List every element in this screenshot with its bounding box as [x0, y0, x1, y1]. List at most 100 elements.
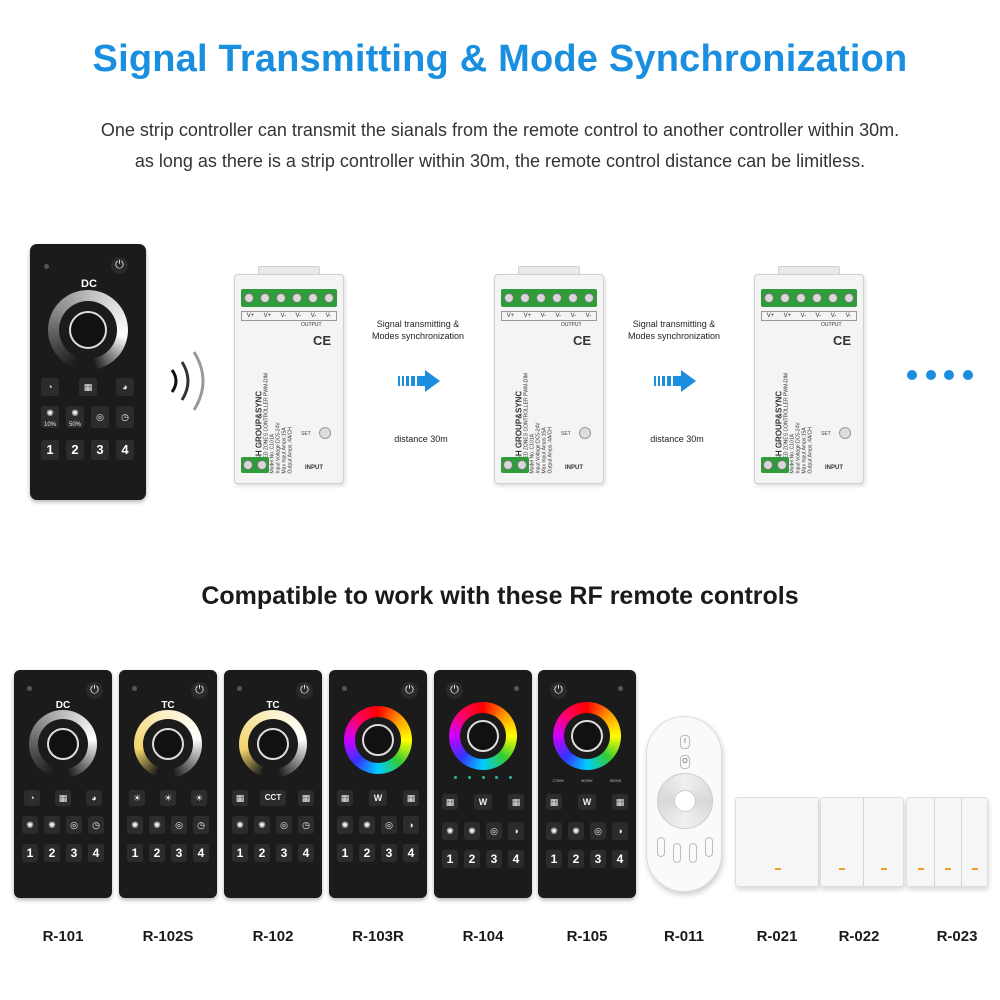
cct-button: CCT: [260, 790, 286, 806]
timer-icon: ◷: [88, 816, 104, 834]
mode-icon: ◎: [171, 816, 187, 834]
led-indicator: [972, 868, 978, 870]
remote-label-r-102: R-102: [252, 928, 294, 945]
zone-4-button: 4: [193, 844, 209, 862]
rgb-color-wheel: [449, 702, 517, 770]
mode-icon: ◎: [66, 816, 82, 834]
wall-switch-r-021: [735, 797, 819, 887]
preset-icon: ✺: [337, 816, 353, 834]
zone-1-button: 1: [232, 844, 248, 862]
set-button: [579, 427, 591, 439]
power-icon: ⏻: [446, 682, 463, 699]
zone-4-button: 4: [298, 844, 314, 862]
set-label: SET: [561, 431, 571, 437]
preset-50-button: ✺50%: [66, 406, 84, 428]
remote-r-102s: ⏻ TC ☀ ☀ ☀ ✺ ✺ ◎ ◷ 1 2 3 4: [119, 670, 217, 898]
color-temperature-wheel: [134, 710, 202, 778]
signal-waves-icon: [170, 351, 205, 411]
wheel-label: TC: [266, 700, 280, 711]
power-icon: ⏻: [550, 682, 567, 699]
zone-2-button: 2: [359, 844, 375, 862]
speed-icon: ◑: [508, 822, 524, 840]
zone-button: [657, 837, 665, 857]
zone-2-button: 2: [254, 844, 270, 862]
led-indicator: [881, 868, 887, 870]
preset-icon: ✺: [359, 816, 375, 834]
grid-icon: ▦: [337, 790, 353, 806]
remote-label-r-021: R-021: [756, 928, 798, 945]
output-label: OUTPUT: [821, 322, 842, 328]
page-title: Signal Transmitting & Mode Synchronizati…: [92, 38, 908, 80]
remote-label-r-103r: R-103R: [352, 928, 404, 945]
set-label: SET: [301, 431, 311, 437]
arrow-right-icon: [654, 370, 696, 392]
ce-mark: CE: [573, 333, 592, 348]
grid-icon: ▦: [79, 378, 97, 396]
set-label: SET: [821, 431, 831, 437]
remote-r-103r: ⏻ ▦ W ▦ ✺ ✺ ◎ ◑ 1 2 3 4: [329, 670, 427, 898]
timer-icon: ◷: [298, 816, 314, 834]
transmit-label-1: Signal transmitting &Modes synchronizati…: [371, 319, 465, 341]
zone-1-button: 1: [337, 844, 353, 862]
white-button: W: [474, 794, 492, 810]
output-terminal: [241, 289, 337, 307]
description-line-2: as long as there is a strip controller w…: [134, 151, 866, 171]
timer-icon: ◷: [193, 816, 209, 834]
description-line-1: One strip controller can transmit the si…: [100, 120, 900, 140]
white-button: W: [369, 790, 387, 806]
terminal-labels: V+V+V-V-V-V-: [761, 311, 857, 321]
ce-mark: CE: [833, 333, 852, 348]
remote-label-r-104: R-104: [462, 928, 504, 945]
timer-icon: ◷: [116, 406, 134, 428]
wheel-label: TC: [161, 700, 175, 711]
indicator-leds: [454, 776, 512, 779]
remote-label-r-023: R-023: [936, 928, 978, 945]
warm-icon: ☀: [129, 790, 145, 806]
preset-icon: ✺: [22, 816, 38, 834]
wall-switch-r-022: [820, 797, 904, 887]
remote-r-011: I O: [646, 716, 722, 892]
preset-icon: ✺: [232, 816, 248, 834]
output-terminal: [501, 289, 597, 307]
preset-icon: ✺: [442, 822, 458, 840]
compatible-title: Compatible to work with these RF remote …: [201, 582, 799, 610]
touch-wheel: [657, 773, 713, 829]
rgb-color-wheel: [553, 702, 621, 770]
neutral-icon: ☀: [160, 790, 176, 806]
set-button: [839, 427, 851, 439]
ce-mark: CE: [313, 333, 332, 348]
speed-icon: ◑: [612, 822, 628, 840]
zone-3-button: 3: [590, 850, 606, 868]
preset-10-button: ✺10%: [41, 406, 59, 428]
zone-4-button: 4: [88, 844, 104, 862]
remote-r-102: ⏻ TC ▦ CCT ▦ ✺ ✺ ◎ ◷ 1 2 3 4: [224, 670, 322, 898]
zone-1-button: 1: [41, 440, 59, 460]
zone-3-button: 3: [91, 440, 109, 460]
remote-r-104: ⏻ ▦ W ▦ ✺ ✺ ◎ ◑ 1 2 3 4: [434, 670, 532, 898]
input-label: INPUT: [305, 465, 323, 471]
led-indicator: [945, 868, 951, 870]
input-terminal: [241, 457, 269, 473]
wheel-label: DC: [81, 278, 97, 290]
color-temperature-wheel: [239, 710, 307, 778]
on-icon: I: [680, 735, 690, 749]
set-button: [319, 427, 331, 439]
input-terminal: [501, 457, 529, 473]
distance-label-1: distance 30m: [394, 434, 448, 444]
grid-icon: ▦: [232, 790, 248, 806]
grid-icon: ▦: [55, 790, 71, 806]
preset-icon: ✺: [546, 822, 562, 840]
remote-label-r-102s: R-102S: [142, 928, 194, 945]
grid-icon: ▦: [403, 790, 419, 806]
zone-button: [705, 837, 713, 857]
distance-label-2: distance 30m: [650, 434, 704, 444]
zone-4-button: 4: [508, 850, 524, 868]
remote-label-r-105: R-105: [566, 928, 608, 945]
indicator-dot: [44, 264, 49, 269]
zone-2-button: 2: [464, 850, 480, 868]
